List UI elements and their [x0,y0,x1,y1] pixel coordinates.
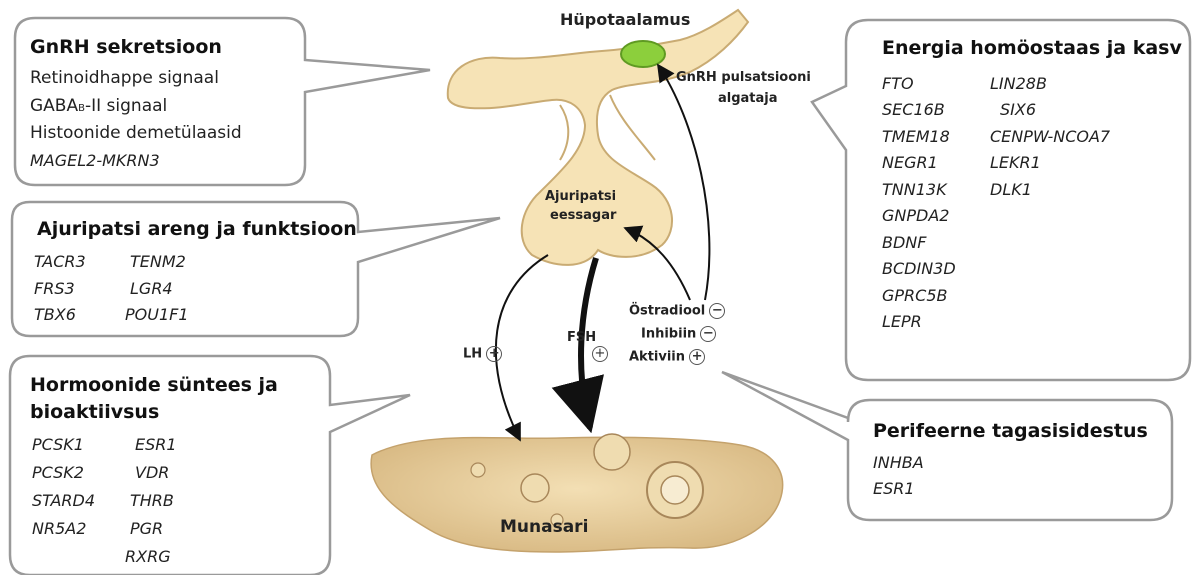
minus-icon: − [709,303,725,319]
plus-icon: + [486,346,502,362]
feedback-gene: ESR1 [873,479,915,498]
gnrh-box-line2: GABAB-II signaal [30,96,167,116]
energy-gene: NEGR1 [882,153,938,172]
lh-arrow [496,255,548,440]
pituitary-label-line1: Ajuripatsi [545,189,616,204]
hormone-gene: PCSK2 [32,463,84,482]
pituitary-box-title: Ajuripatsi areng ja funktsioon [37,218,357,240]
energy-gene: SIX6 [1000,100,1036,119]
energy-gene: TNN13K [882,180,947,199]
feedback-box-title: Perifeerne tagasisidestus [873,420,1148,442]
plus-icon: + [689,349,705,365]
gnrh-line2-post: -II signaal [85,96,167,116]
gnrh-pulse-label-line2: algataja [718,91,778,106]
hormone-gene: STARD4 [32,491,95,510]
pituitary-gene: TACR3 [34,252,86,271]
pituitary-gene: TBX6 [34,305,76,324]
hormone-gene: THRB [130,491,174,510]
ovary-follicle [521,474,549,502]
pituitary-gene: LGR4 [130,279,173,298]
energy-gene: BDNF [882,233,926,252]
gnrh-box-gene: MAGEL2-MKRN3 [30,151,160,170]
energy-gene: DLK1 [990,180,1032,199]
inhibin-label: Inhibiin− [641,326,716,342]
minus-icon: − [700,326,716,342]
ovary-label: Munasari [500,517,588,537]
gnrh-box-line3: Histoonide demetülaasid [30,123,242,143]
hormone-gene: RXRG [125,547,171,566]
hypothalamus-shape [448,10,748,265]
energy-gene: TMEM18 [882,127,950,146]
hormone-box-title-line1: Hormoonide süntees ja [30,374,278,396]
hormone-gene: ESR1 [135,435,177,454]
feedback-callout-box [722,372,1172,520]
hypothalamus-title: Hüpotaalamus [560,10,690,29]
ovary-follicle [471,463,485,477]
estradiol-label: Östradiool− [629,303,725,319]
pituitary-label-line2: eessagar [550,208,616,223]
feedback-gene: INHBA [873,453,924,472]
feedback-arrow-hypothalamus [658,65,709,300]
energy-gene: GNPDA2 [882,206,949,225]
hormone-gene: PGR [130,519,163,538]
energy-gene: BCDIN3D [882,259,956,278]
pituitary-gene: FRS3 [34,279,75,298]
pituitary-gene: POU1F1 [125,305,189,324]
ovary-follicle [661,476,689,504]
gnrh-line2-sub: B [78,103,85,114]
estradiol-text: Östradiool [629,304,705,319]
gnrh-line2-pre: GABA [30,96,78,116]
energy-gene: FTO [882,74,914,93]
gnrh-box-title: GnRH sekretsioon [30,36,222,58]
hormone-gene: NR5A2 [32,519,86,538]
energy-gene: SEC16B [882,100,945,119]
energy-gene: LIN28B [990,74,1047,93]
gnrh-nucleus [621,41,665,67]
hormone-gene: PCSK1 [32,435,84,454]
activin-text: Aktiviin [629,350,685,365]
hormone-box-title-line2: bioaktiivsus [30,401,159,423]
activin-label: Aktiviin + [629,349,705,365]
energy-gene: GPRC5B [882,286,948,305]
plus-icon: + [592,346,608,362]
energy-gene: CENPW-NCOA7 [990,127,1110,146]
energy-gene: LEPR [882,312,922,331]
ovary-follicle [594,434,630,470]
gnrh-box-line1: Retinoidhappe signaal [30,68,219,88]
gnrh-pulse-label-line1: GnRH pulsatsiooni [676,70,811,85]
pituitary-gene: TENM2 [130,252,186,271]
inhibin-text: Inhibiin [641,327,696,342]
lh-label: LH + [463,346,502,362]
energy-gene: LEKR1 [990,153,1041,172]
fsh-plus: + [588,343,608,362]
hormone-gene: VDR [135,463,169,482]
energy-box-title: Energia homöostaas ja kasv [882,37,1182,59]
lh-text: LH [463,347,482,362]
